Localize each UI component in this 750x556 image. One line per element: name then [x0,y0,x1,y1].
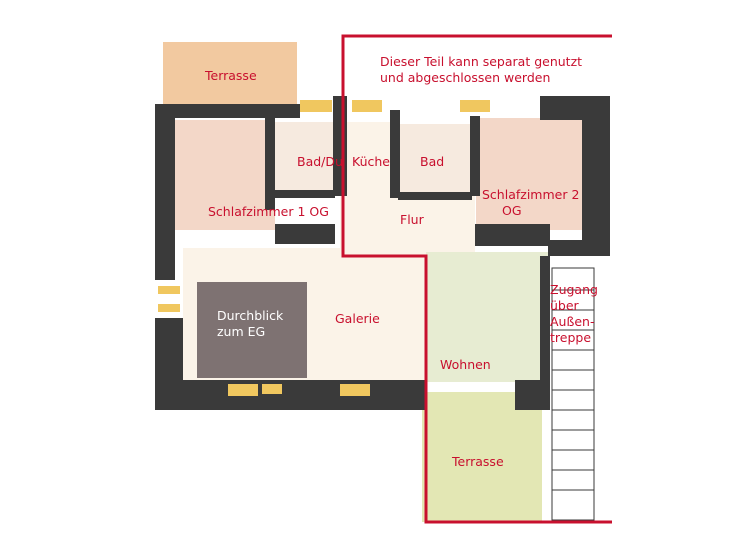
walls [155,96,610,410]
separate-use-note-line2: und abgeschlossen werden [380,70,550,85]
hall-label: Flur [400,212,425,227]
void-label-line1: Durchblick [217,308,284,323]
access-note-line3: Außen- [550,314,594,329]
room-fills [163,42,582,522]
bedroom1-fill [175,120,275,230]
bath-shower-fill [273,122,333,194]
terrace-top-fill [163,42,297,105]
separation-boundary-line [341,34,612,524]
terrace-top-label: Terrasse [204,68,257,83]
terrace-bottom-label: Terrasse [451,454,504,469]
void-area [197,282,307,378]
windows [158,100,490,396]
living-fill [426,252,550,382]
separate-use-note-line1: Dieser Teil kann separat genutzt [380,54,582,69]
access-note-line2: über [550,298,580,313]
bedroom2-fill [476,118,582,230]
void-label-line2: zum EG [217,324,265,339]
access-note-line4: treppe [550,330,591,345]
bath-fill [398,124,470,196]
access-note-line1: Zugang [550,282,598,297]
labels: Terrasse Bad/Du Küche Bad Schlafzimmer 1… [204,54,598,469]
kitchen-label: Küche [352,154,390,169]
living-label: Wohnen [440,357,491,372]
bath-shower-label: Bad/Du [297,154,343,169]
outdoor-stair [551,267,595,521]
bedroom2-label-line2: OG [502,203,522,218]
gallery-label: Galerie [335,311,380,326]
terrace-bottom-fill [422,392,542,522]
hall-fill [340,196,475,256]
bath-label: Bad [420,154,444,169]
bedroom2-label-line1: Schlafzimmer 2 [482,187,579,202]
kitchen-fill [343,122,395,196]
bedroom1-label: Schlafzimmer 1 OG [208,204,329,219]
